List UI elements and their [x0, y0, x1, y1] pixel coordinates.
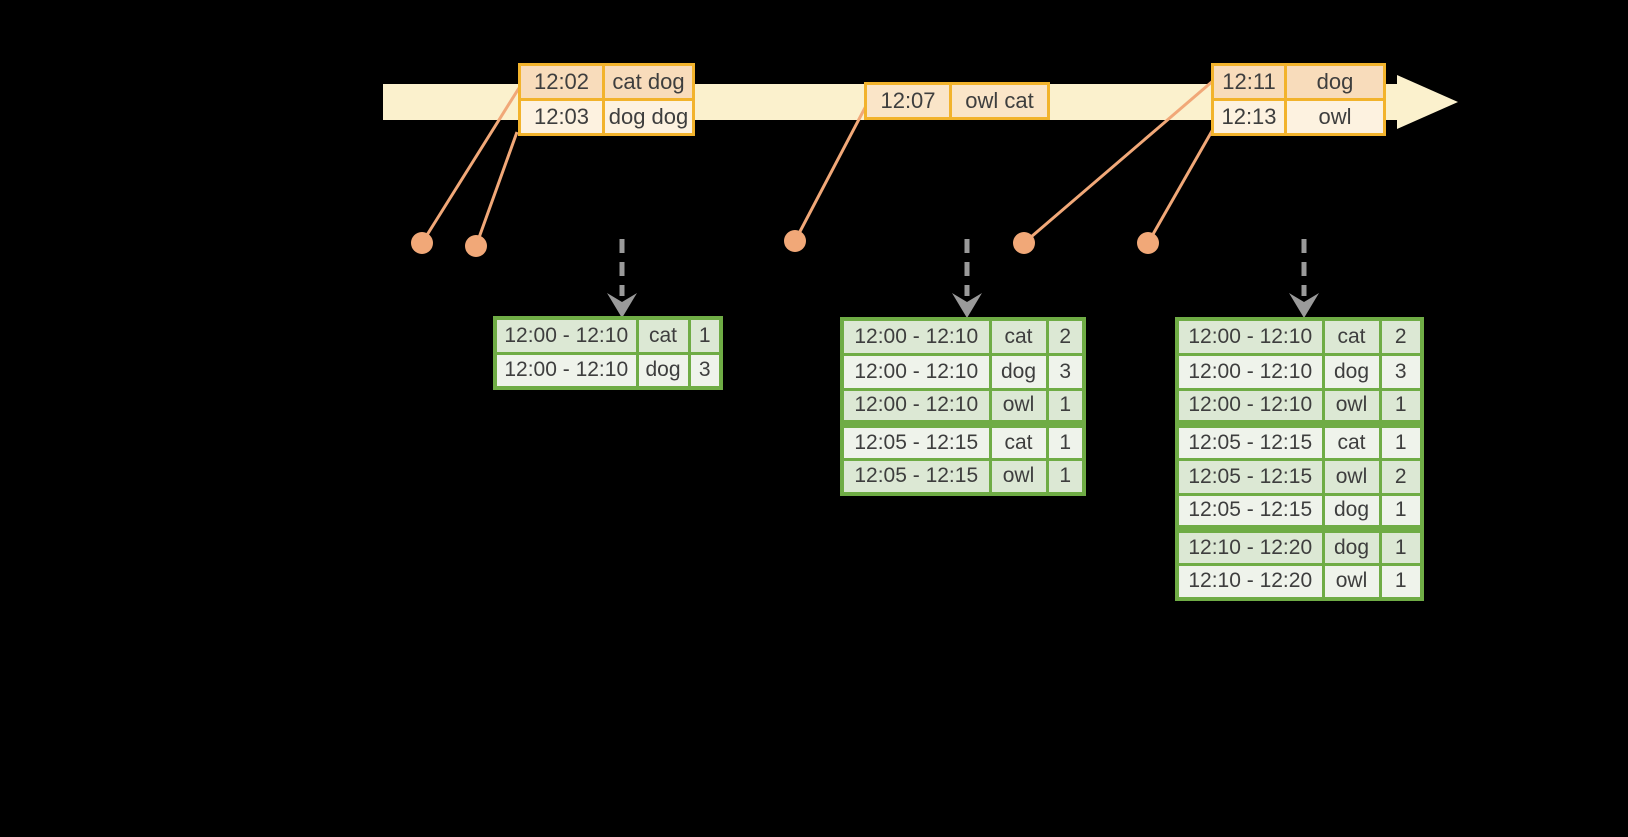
- connector-line: [420, 87, 521, 244]
- word-cell: dog: [1321, 352, 1382, 391]
- event-dot: [465, 235, 487, 257]
- word-cell: owl: [1321, 457, 1382, 496]
- word-cell: cat: [988, 420, 1049, 461]
- table-row: 12:10 - 12:20 owl 1: [1175, 562, 1424, 601]
- connector-line: [1146, 123, 1218, 244]
- word-cell: dog: [988, 352, 1049, 391]
- event-words-cell: owl cat: [949, 82, 1050, 120]
- window-cell: 12:00 - 12:10: [1175, 352, 1325, 391]
- count-cell: 3: [1378, 352, 1424, 391]
- window-cell: 12:05 - 12:15: [840, 457, 992, 496]
- event-words-cell: cat dog: [602, 63, 695, 101]
- table-row: 12:00 - 12:10 dog 3: [840, 352, 1086, 391]
- count-cell: 1: [1378, 420, 1424, 461]
- count-cell: 3: [687, 351, 723, 390]
- window-cell: 12:00 - 12:10: [1175, 387, 1325, 426]
- count-cell: 1: [1378, 492, 1424, 531]
- event-table-1: 12:02 cat dog 12:03 dog dog: [518, 63, 695, 136]
- window-cell: 12:00 - 12:10: [1175, 317, 1325, 356]
- window-cell: 12:10 - 12:20: [1175, 525, 1325, 566]
- count-cell: 1: [1378, 525, 1424, 566]
- event-words-cell: owl: [1284, 98, 1386, 136]
- table-row: 12:05 - 12:15 cat 1: [840, 420, 1086, 461]
- window-cell: 12:10 - 12:20: [1175, 562, 1325, 601]
- down-arrowhead-icon: [607, 293, 637, 318]
- event-row: 12:02 cat dog: [518, 63, 695, 101]
- event-row: 12:13 owl: [1211, 98, 1386, 136]
- count-cell: 2: [1045, 317, 1086, 356]
- word-cell: dog: [635, 351, 691, 390]
- connector-line: [474, 131, 519, 247]
- word-cell: owl: [988, 387, 1049, 426]
- window-cell: 12:00 - 12:10: [840, 387, 992, 426]
- table-row: 12:00 - 12:10 cat 2: [840, 317, 1086, 356]
- window-cell: 12:05 - 12:15: [1175, 457, 1325, 496]
- table-row: 12:00 - 12:10 dog 3: [493, 351, 723, 390]
- event-dot: [1013, 232, 1035, 254]
- window-cell: 12:00 - 12:10: [840, 352, 992, 391]
- table-row: 12:05 - 12:15 owl 2: [1175, 457, 1424, 496]
- result-table-1: 12:00 - 12:10 cat 1 12:00 - 12:10 dog 3: [493, 316, 723, 390]
- table-row: 12:00 - 12:10 owl 1: [1175, 387, 1424, 426]
- word-cell: cat: [635, 316, 691, 355]
- window-cell: 12:00 - 12:10: [493, 316, 639, 355]
- event-table-3: 12:11 dog 12:13 owl: [1211, 63, 1386, 136]
- window-cell: 12:05 - 12:15: [1175, 492, 1325, 531]
- count-cell: 1: [1045, 387, 1086, 426]
- count-cell: 2: [1378, 457, 1424, 496]
- down-arrowhead-icon: [1289, 293, 1319, 318]
- count-cell: 1: [687, 316, 723, 355]
- table-row: 12:10 - 12:20 dog 1: [1175, 525, 1424, 566]
- window-cell: 12:00 - 12:10: [493, 351, 639, 390]
- word-cell: dog: [1321, 492, 1382, 531]
- word-cell: cat: [1321, 420, 1382, 461]
- count-cell: 3: [1045, 352, 1086, 391]
- result-table-2: 12:00 - 12:10 cat 2 12:00 - 12:10 dog 3 …: [840, 317, 1086, 496]
- table-row: 12:05 - 12:15 owl 1: [840, 457, 1086, 496]
- trigger-arrows: [607, 239, 1319, 318]
- word-cell: cat: [988, 317, 1049, 356]
- count-cell: 1: [1045, 457, 1086, 496]
- table-row: 12:00 - 12:10 owl 1: [840, 387, 1086, 426]
- word-cell: owl: [1321, 387, 1382, 426]
- connector-line: [1023, 78, 1215, 245]
- down-arrowhead-icon: [952, 293, 982, 318]
- count-cell: 1: [1378, 387, 1424, 426]
- table-row: 12:05 - 12:15 dog 1: [1175, 492, 1424, 531]
- event-table-2: 12:07 owl cat: [864, 82, 1050, 120]
- event-row: 12:07 owl cat: [864, 82, 1050, 120]
- window-cell: 12:00 - 12:10: [840, 317, 992, 356]
- window-cell: 12:05 - 12:15: [840, 420, 992, 461]
- event-time-cell: 12:07: [864, 82, 952, 120]
- event-words-cell: dog: [1284, 63, 1386, 101]
- event-time-cell: 12:02: [518, 63, 605, 101]
- table-row: 12:00 - 12:10 cat 2: [1175, 317, 1424, 356]
- table-row: 12:05 - 12:15 cat 1: [1175, 420, 1424, 461]
- event-time-cell: 12:03: [518, 98, 605, 136]
- event-time-cell: 12:11: [1211, 63, 1287, 101]
- count-cell: 1: [1045, 420, 1086, 461]
- window-cell: 12:05 - 12:15: [1175, 420, 1325, 461]
- word-cell: dog: [1321, 525, 1382, 566]
- event-row: 12:11 dog: [1211, 63, 1386, 101]
- event-dot: [1137, 232, 1159, 254]
- event-row: 12:03 dog dog: [518, 98, 695, 136]
- connector-line: [793, 103, 869, 242]
- word-cell: owl: [988, 457, 1049, 496]
- result-table-3: 12:00 - 12:10 cat 2 12:00 - 12:10 dog 3 …: [1175, 317, 1424, 601]
- timeline-arrowhead-icon: [1397, 75, 1458, 129]
- count-cell: 2: [1378, 317, 1424, 356]
- event-dots: [411, 230, 1159, 257]
- event-words-cell: dog dog: [602, 98, 695, 136]
- word-cell: owl: [1321, 562, 1382, 601]
- event-dot: [411, 232, 433, 254]
- table-row: 12:00 - 12:10 dog 3: [1175, 352, 1424, 391]
- table-row: 12:00 - 12:10 cat 1: [493, 316, 723, 355]
- event-dot: [784, 230, 806, 252]
- count-cell: 1: [1378, 562, 1424, 601]
- word-cell: cat: [1321, 317, 1382, 356]
- event-time-cell: 12:13: [1211, 98, 1287, 136]
